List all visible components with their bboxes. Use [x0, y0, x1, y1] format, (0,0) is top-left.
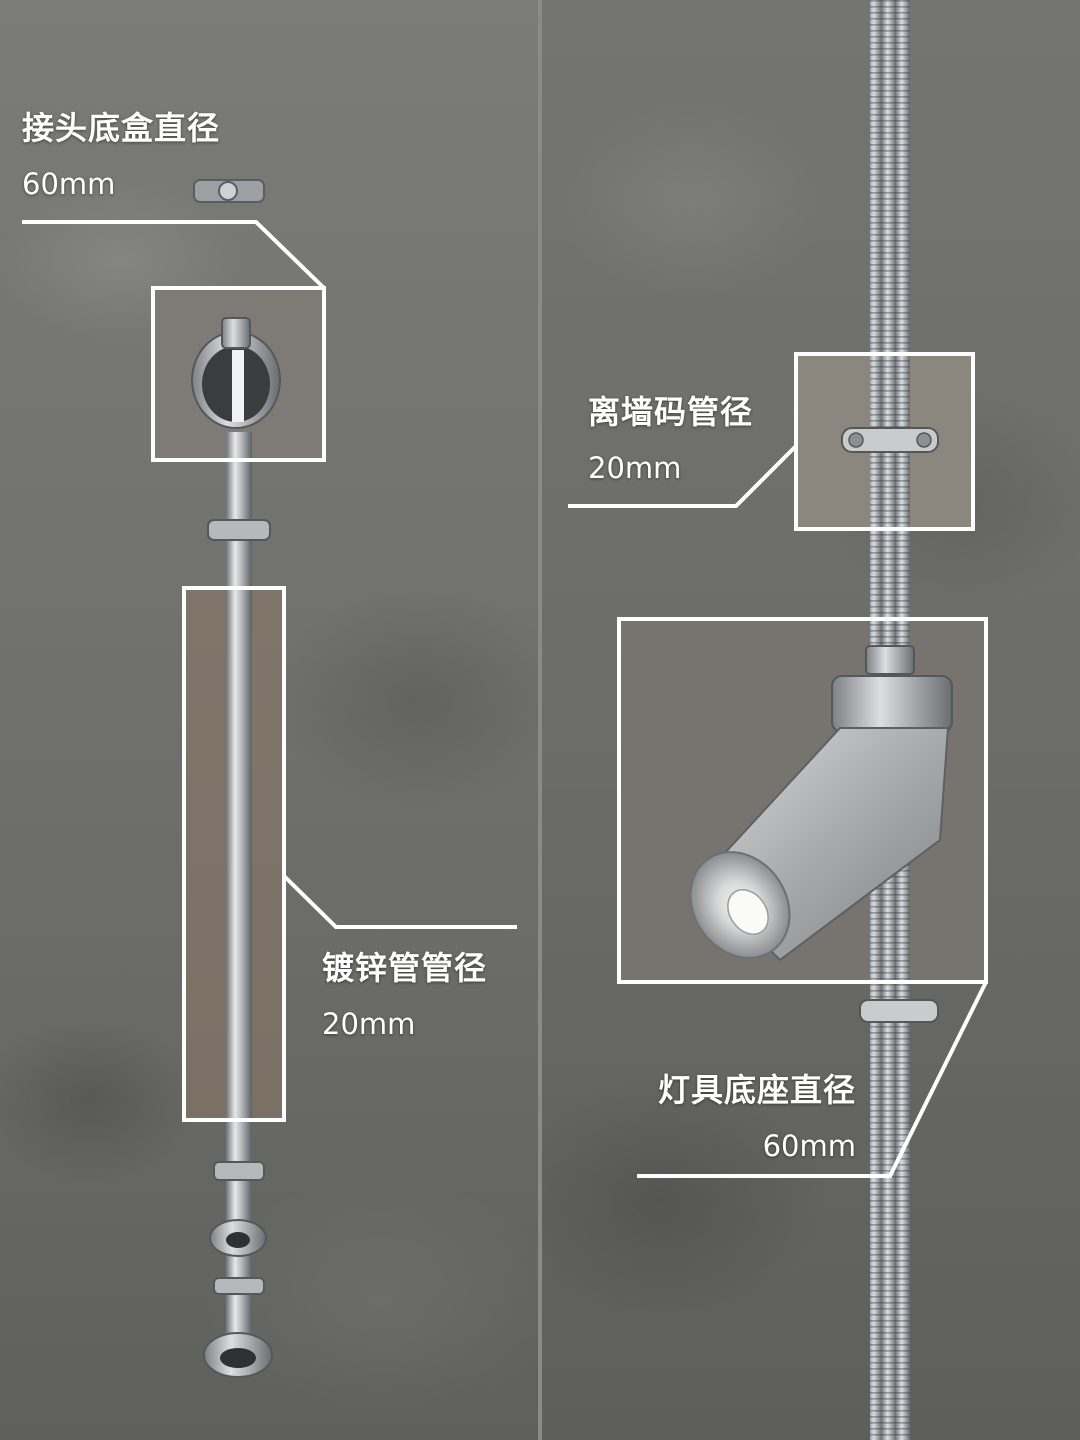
junction-box-label: 接头底盒直径 60mm [22, 108, 220, 202]
junction-box-name: 接头底盒直径 [22, 109, 221, 147]
standoff-clip-label: 离墙码管径 20mm [588, 392, 753, 486]
galvanized-pipe-size: 20mm [322, 1007, 416, 1041]
lamp-base-size: 60mm [762, 1129, 856, 1163]
standoff-clip-size: 20mm [588, 451, 682, 485]
standoff-clip-name: 离墙码管径 [588, 393, 754, 431]
galvanized-pipe-label: 镀锌管管径 20mm [322, 948, 487, 1042]
panel-divider [538, 0, 542, 1440]
lamp-base-label: 灯具底座直径 60mm [640, 1070, 856, 1164]
junction-box-size: 60mm [22, 167, 116, 201]
galvanized-pipe-name: 镀锌管管径 [322, 949, 488, 987]
lamp-base-name: 灯具底座直径 [657, 1071, 856, 1109]
